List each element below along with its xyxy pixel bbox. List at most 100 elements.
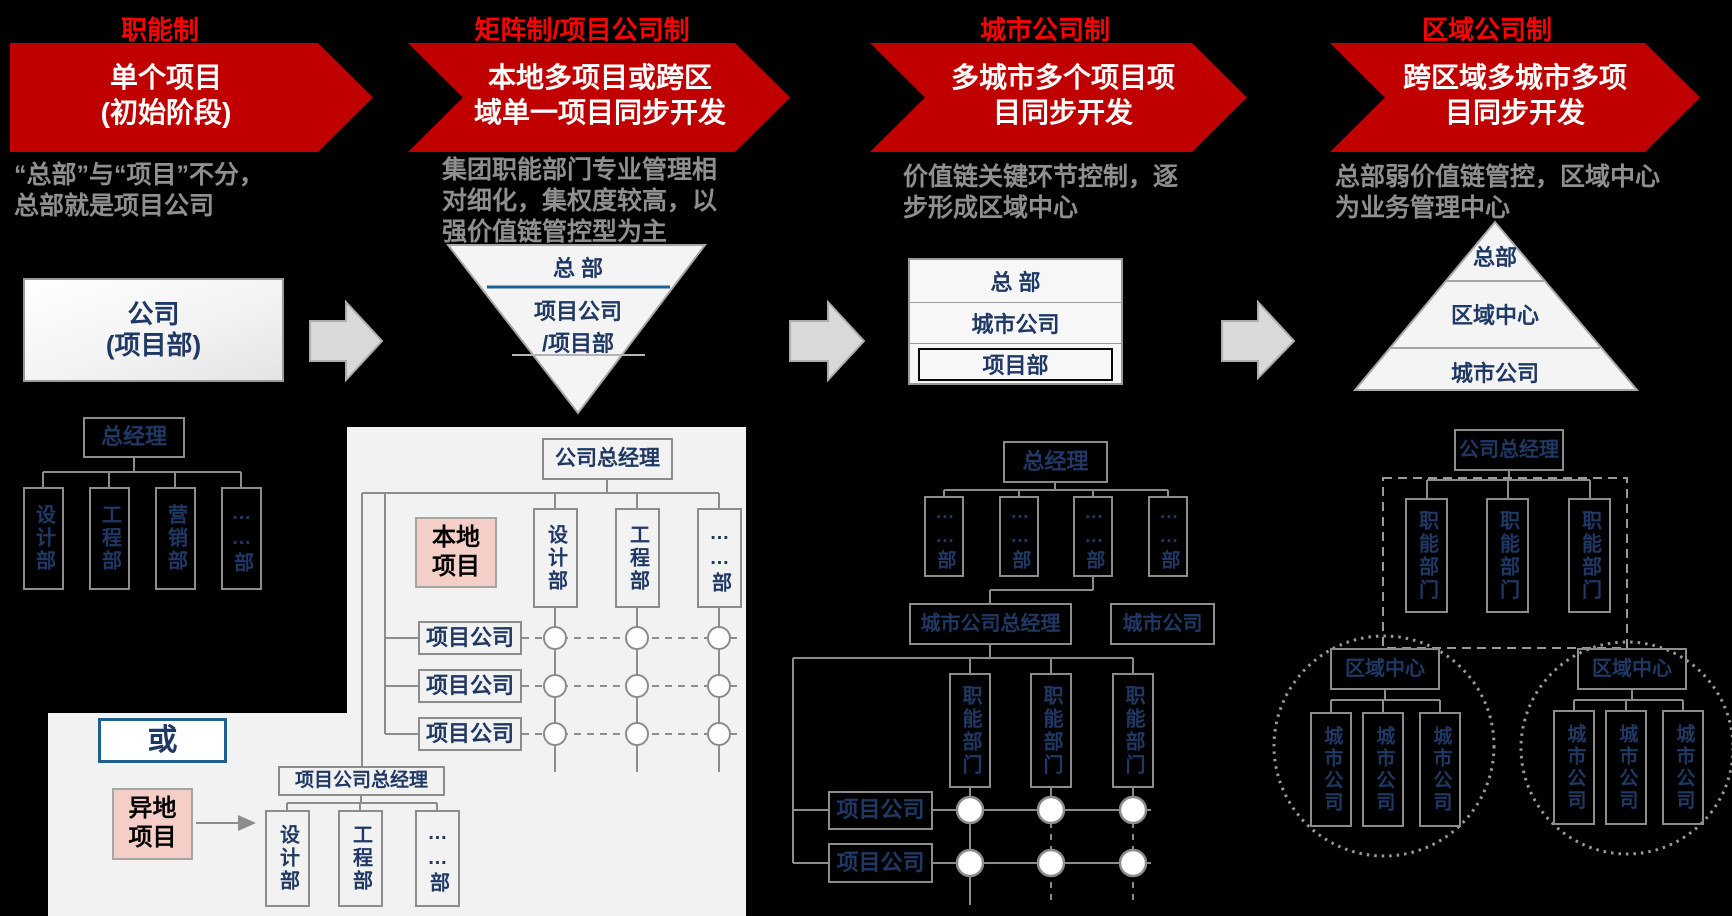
banner-text-4: 跨区域多城市多项 目同步开发 — [1375, 60, 1655, 130]
stage-title-2: 矩阵制/项目公司制 — [474, 15, 690, 45]
region1-city-co-2: 城市公司 — [1362, 712, 1404, 827]
region-dotted-circle-1 — [1272, 634, 1496, 858]
stack-level-hq: 总 部 — [990, 269, 1041, 295]
desc-3-line-1: 价值链关键环节控制，逐 — [903, 163, 1179, 191]
banner-chevron-4 — [1330, 43, 1700, 152]
stage-title-3: 城市公司制 — [979, 15, 1110, 45]
matrix-dept-design: 设计部 — [533, 508, 578, 608]
local-project-tag: 本地 项目 — [415, 517, 497, 588]
banner-3-line-1: 多城市多个项目项 — [950, 62, 1175, 93]
banner-text-2: 本地多项目或跨区 域单一项目同步开发 — [460, 60, 740, 130]
org3-function-dept-2: 职能部门 — [1030, 673, 1072, 788]
or-box: 或 — [98, 718, 227, 763]
col2-matrix-nodes — [543, 626, 731, 746]
remote-project-tag: 异地 项目 — [112, 788, 193, 860]
company-project-dept-box: 公司 (项目部) — [23, 278, 284, 382]
remote-dept-other: ……部 — [415, 810, 460, 907]
region-center-box-1: 区域中心 — [1330, 648, 1440, 690]
org4-function-dept-1: 职能部门 — [1405, 498, 1448, 613]
banner-chevron-3 — [870, 43, 1247, 152]
org3-gm-box: 总经理 — [1003, 441, 1108, 483]
stack-level-city-co: 城市公司 — [910, 301, 1121, 344]
org1-dept-other: ……部 — [221, 487, 262, 590]
banner-2-line-2: 域单一项目同步开发 — [473, 97, 726, 128]
stage-desc-4: 总部弱价值链管控，区域中心 为业务管理中心 — [1335, 162, 1660, 224]
region-dotted-circle-2 — [1519, 640, 1732, 856]
desc-4-line-1: 总部弱价值链管控，区域中心 — [1335, 163, 1661, 191]
stage-title-4: 区域公司制 — [1421, 15, 1552, 45]
region1-city-co-3: 城市公司 — [1419, 712, 1461, 827]
region-center-box-2: 区域中心 — [1577, 648, 1687, 690]
pyramid-level-city-co: 城市公司 — [1450, 361, 1539, 386]
city-gm-box: 城市公司总经理 — [909, 603, 1072, 645]
desc-3-line-2: 步形成区域中心 — [903, 194, 1079, 222]
remote-tag-line-1: 异地 — [128, 795, 177, 823]
org1-dept-marketing: 营销部 — [155, 487, 196, 590]
org3-function-dept-3: 职能部门 — [1112, 673, 1154, 788]
banner-chevron-1 — [10, 43, 373, 152]
region2-city-co-3: 城市公司 — [1662, 710, 1704, 825]
banner-4-line-1: 跨区域多城市多项 — [1402, 62, 1627, 93]
org4-function-dept-2: 职能部门 — [1486, 498, 1529, 613]
hq-city-project-stack: 总 部 城市公司 项目部 — [908, 258, 1123, 385]
org3-project-co-row-1: 项目公司 — [828, 791, 933, 830]
region1-city-co-1: 城市公司 — [1310, 712, 1352, 827]
banner-4-line-2: 目同步开发 — [1444, 97, 1585, 128]
city-co-box: 城市公司 — [1110, 603, 1215, 645]
desc-2-line-3: 强价值链管控型为主 — [442, 218, 668, 246]
banner-1-line-2: (初始阶段) — [100, 97, 232, 128]
matrix-project-co-row-1: 项目公司 — [418, 621, 522, 655]
org3-dept-1: ……部 — [924, 496, 964, 577]
desc-1-line-2: 总部就是项目公司 — [14, 192, 215, 220]
pyramid-level-hq: 总部 — [1472, 245, 1517, 270]
org3-dept-3: ……部 — [1073, 496, 1113, 577]
banner-2-line-1: 本地多项目或跨区 — [487, 62, 712, 93]
matrix-gm-box: 公司总经理 — [542, 438, 673, 480]
region2-city-co-1: 城市公司 — [1553, 710, 1595, 825]
company-box-line-2: (项目部) — [105, 330, 202, 360]
org4-function-dept-3: 职能部门 — [1568, 498, 1611, 613]
org3-dept-4: ……部 — [1148, 496, 1188, 577]
functions-dashed-frame — [1382, 477, 1628, 649]
banner-1-line-1: 单个项目 — [109, 62, 222, 93]
col1-connectors — [42, 458, 242, 487]
org4-gm-box: 公司总经理 — [1454, 429, 1564, 471]
stage-arrow-icon-3 — [1221, 299, 1296, 381]
project-dept-inner-box: 项目部 — [918, 348, 1113, 381]
remote-arrow-icon — [238, 815, 256, 831]
matrix-project-co-row-2: 项目公司 — [418, 669, 522, 703]
remote-dept-design: 设计部 — [265, 810, 310, 907]
stage-title-1: 职能制 — [120, 15, 199, 45]
remote-dept-engineering: 工程部 — [338, 810, 383, 907]
stage-arrow-icon-2 — [789, 299, 866, 383]
remote-gm-box: 项目公司总经理 — [278, 766, 445, 796]
triangle-level-project-co: 项目公司 — [533, 299, 622, 324]
stage-desc-2: 集团职能部门专业管理相 对细化，集权度较高，以 强价值链管控型为主 — [442, 155, 717, 248]
banner-chevron-2 — [408, 43, 790, 152]
matrix-project-co-row-3: 项目公司 — [418, 717, 522, 751]
triangle-level-hq: 总 部 — [552, 256, 604, 281]
org1-gm-box: 总经理 — [83, 417, 185, 458]
desc-2-line-2: 对细化，集权度较高，以 — [442, 187, 718, 215]
local-tag-line-1: 本地 — [432, 523, 480, 551]
pyramid-level-region-center: 区域中心 — [1450, 303, 1539, 328]
stage-desc-3: 价值链关键环节控制，逐 步形成区域中心 — [903, 162, 1178, 224]
org3-function-dept-1: 职能部门 — [949, 673, 991, 788]
desc-4-line-2: 为业务管理中心 — [1335, 194, 1511, 222]
desc-1-line-1: “总部”与“项目”不分， — [14, 161, 265, 189]
stack-level-project-dept: 项目部 — [910, 343, 1121, 385]
banner-3-line-2: 目同步开发 — [992, 97, 1133, 128]
banner-text-3: 多城市多个项目项 目同步开发 — [923, 60, 1203, 130]
col3-matrix-nodes — [955, 795, 1148, 878]
col4-connectors — [1330, 471, 1684, 712]
stage-arrow-icon-1 — [309, 299, 384, 383]
triangle-level-project-dept: /项目部 — [541, 331, 615, 356]
company-box-line-1: 公司 — [127, 298, 180, 329]
stage-desc-1: “总部”与“项目”不分， 总部就是项目公司 — [14, 160, 264, 222]
org1-dept-design: 设计部 — [23, 487, 64, 590]
banner-text-1: 单个项目 (初始阶段) — [46, 60, 286, 130]
region2-city-co-2: 城市公司 — [1605, 710, 1647, 825]
local-tag-line-2: 项目 — [432, 552, 480, 580]
org3-project-co-row-2: 项目公司 — [828, 843, 933, 883]
